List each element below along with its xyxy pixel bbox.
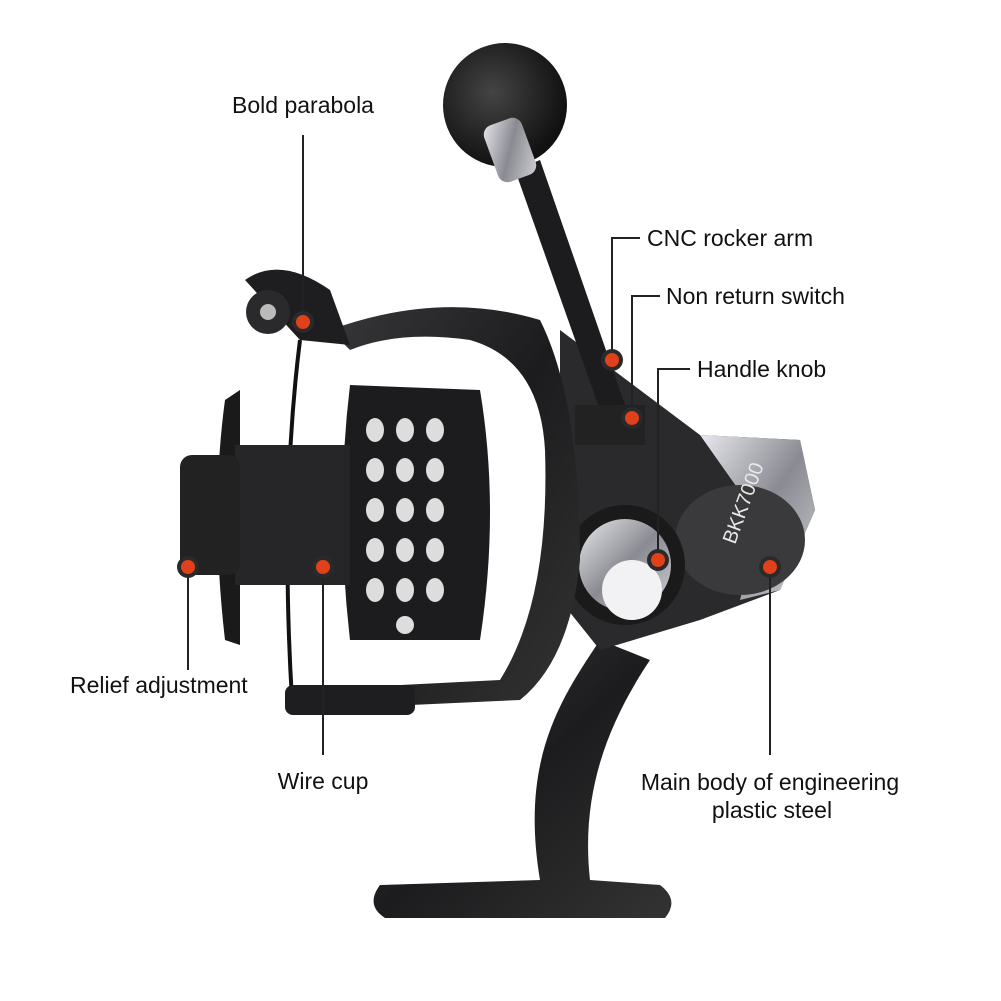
label-non-return-switch: Non return switch (666, 283, 845, 309)
label-wire-cup: Wire cup (277, 768, 369, 794)
marker-bold-parabola (292, 311, 314, 333)
markers (177, 311, 781, 578)
label-relief-adjustment: Relief adjustment (70, 672, 248, 698)
handle-knob (565, 505, 685, 625)
marker-non-return-switch (621, 407, 643, 429)
spool-cup (342, 385, 490, 640)
marker-cnc-rocker-arm (601, 349, 623, 371)
label-handle-knob: Handle knob (697, 356, 827, 382)
label-main-body-line1: Main body of engineering (640, 769, 900, 795)
label-cnc-rocker-arm: CNC rocker arm (647, 225, 814, 251)
marker-handle-knob (647, 549, 669, 571)
reel-foot (373, 640, 672, 918)
marker-relief-adjustment (177, 556, 199, 578)
label-main-body-line2: plastic steel (711, 797, 833, 823)
spool (180, 390, 350, 645)
label-bold-parabola: Bold parabola (232, 92, 374, 118)
marker-wire-cup (312, 556, 334, 578)
marker-main-body (759, 556, 781, 578)
leader-lines (187, 135, 771, 755)
